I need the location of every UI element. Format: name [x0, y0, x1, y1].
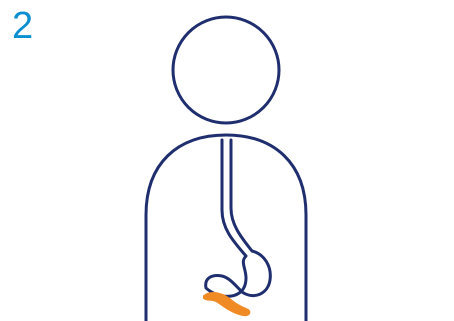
pancreas-icon: [204, 293, 249, 315]
head-icon: [173, 17, 279, 123]
stomach-icon: [206, 251, 271, 296]
esophagus-icon: [222, 140, 252, 256]
